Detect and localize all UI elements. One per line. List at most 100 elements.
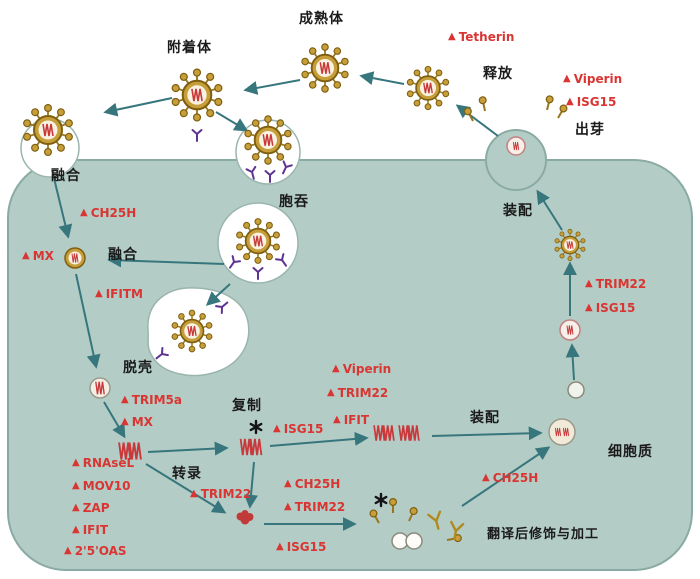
label-uncoating: 脱壳 [123, 360, 153, 376]
triangle-icon: ▲ [72, 480, 80, 491]
label-release: 释放 [483, 66, 513, 82]
factor-name: MX [32, 249, 54, 263]
restriction-factor-ch25h: ▲CH25H [80, 206, 136, 220]
label-fusion-endosome: 融合 [108, 247, 138, 263]
rna-loaded-particle [559, 319, 581, 341]
restriction-factor-mov10: ▲MOV10 [72, 479, 131, 493]
assembly-intermediate [548, 418, 576, 446]
triangle-icon: ▲ [72, 524, 80, 535]
factor-name: TRIM22 [294, 500, 346, 514]
triangle-icon: ▲ [332, 363, 340, 374]
factor-name: ISG15 [576, 95, 617, 109]
label-budding: 出芽 [575, 122, 605, 138]
restriction-factor-mx: ▲MX [22, 249, 54, 263]
restriction-factor-isg15: ▲ISG15 [273, 422, 323, 436]
restriction-factor-oas: ▲2'5'OAS [64, 544, 127, 558]
triangle-icon: ▲ [72, 457, 80, 468]
triangle-icon: ▲ [585, 302, 593, 313]
budding-bump [485, 129, 547, 191]
triangle-icon: ▲ [22, 250, 30, 261]
label-replication: 复制 [232, 398, 262, 414]
factor-name: MOV10 [82, 479, 131, 493]
restriction-factor-isg15: ▲ISG15 [566, 95, 616, 109]
triangle-icon: ▲ [284, 478, 292, 489]
factor-name: Tetherin [458, 30, 515, 44]
virion-attached [171, 69, 222, 121]
restriction-factor-isg15: ▲ISG15 [276, 540, 326, 554]
restriction-factor-viperin: ▲Viperin [563, 72, 622, 86]
restriction-factor-mx: ▲MX [121, 415, 153, 429]
factor-name: IFIT [82, 523, 109, 537]
restriction-factor-trim22: ▲TRIM22 [284, 500, 345, 514]
factor-name: CH25H [492, 471, 539, 485]
triangle-icon: ▲ [563, 73, 571, 84]
label-post-translation: 翻译后修饰与加工 [487, 527, 600, 542]
triangle-icon: ▲ [190, 488, 198, 499]
restriction-factor-trim5a: ▲TRIM5a [121, 393, 182, 407]
label-endocytosis: 胞吞 [279, 194, 309, 210]
restriction-factor-zap: ▲ZAP [72, 501, 110, 515]
restriction-factor-tetherin: ▲Tetherin [448, 30, 514, 44]
label-assembly-membrane: 装配 [503, 203, 533, 219]
factor-name: ISG15 [286, 540, 327, 554]
membrane-spikes [462, 94, 570, 124]
label-fusion-membrane: 融合 [51, 168, 81, 184]
factor-name: TRIM22 [200, 487, 252, 501]
triangle-icon: ▲ [121, 416, 129, 427]
triangle-icon: ▲ [276, 541, 284, 552]
label-assembly-cytoplasm: 装配 [470, 410, 500, 426]
triangle-icon: ▲ [585, 278, 593, 289]
factor-name: ZAP [82, 501, 110, 515]
triangle-icon: ▲ [121, 394, 129, 405]
factor-name: TRIM22 [337, 386, 389, 400]
replication-rna [241, 439, 262, 455]
restriction-factor-trim22: ▲TRIM22 [190, 487, 251, 501]
budding-virion [506, 136, 526, 156]
triangle-icon: ▲ [64, 545, 72, 556]
capsid-uncoating [89, 377, 111, 399]
factor-name: ISG15 [283, 422, 324, 436]
triangle-icon: ▲ [333, 414, 341, 425]
factor-name: Viperin [342, 362, 392, 376]
factor-name: CH25H [90, 206, 137, 220]
rna-copy-2 [399, 425, 419, 440]
triangle-icon: ▲ [327, 387, 335, 398]
restriction-factor-viperin: ▲Viperin [332, 362, 391, 376]
protein-cluster [367, 497, 465, 550]
factor-name: RNAseL [82, 456, 135, 470]
rna-copy-1 [374, 425, 394, 440]
virion-mature [301, 44, 349, 92]
label-cytoplasm: 细胞质 [608, 444, 653, 460]
factor-name: TRIM5a [131, 393, 182, 407]
label-mature-virion: 成熟体 [299, 11, 344, 27]
restriction-factor-ifit: ▲IFIT [72, 523, 108, 537]
factor-name: IFITM [105, 287, 143, 301]
restriction-factor-ch25h: ▲CH25H [284, 477, 340, 491]
factor-name: TRIM22 [595, 277, 647, 291]
restriction-factor-rnasel: ▲RNAseL [72, 456, 134, 470]
triangle-icon: ▲ [448, 31, 456, 42]
restriction-factor-trim22: ▲TRIM22 [327, 386, 388, 400]
restriction-factor-isg15: ▲ISG15 [585, 301, 635, 315]
triangle-icon: ▲ [95, 288, 103, 299]
triangle-icon: ▲ [273, 423, 281, 434]
folded-protein [236, 510, 254, 525]
label-transcription: 转录 [172, 466, 202, 482]
virion-released [407, 66, 450, 109]
restriction-factor-ch25h: ▲CH25H [482, 471, 538, 485]
empty-particle [567, 381, 585, 399]
restriction-factor-trim22: ▲TRIM22 [585, 277, 646, 291]
factor-name: CH25H [294, 477, 341, 491]
triangle-icon: ▲ [482, 472, 490, 483]
label-attachment: 附着体 [167, 40, 212, 56]
triangle-icon: ▲ [566, 96, 574, 107]
factor-name: MX [131, 415, 153, 429]
viral-core [64, 247, 86, 269]
restriction-factor-ifit: ▲IFIT [333, 413, 369, 427]
factor-name: Viperin [573, 72, 623, 86]
factor-name: 2'5'OAS [74, 544, 127, 558]
triangle-icon: ▲ [72, 502, 80, 513]
factor-name: ISG15 [595, 301, 636, 315]
